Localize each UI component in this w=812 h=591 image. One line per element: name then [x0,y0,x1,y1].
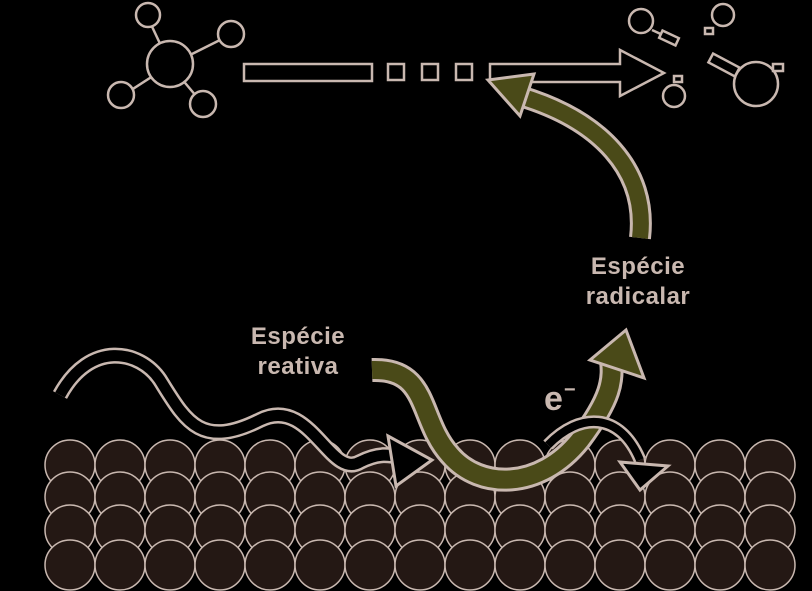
surface-atom [144,539,196,591]
reactive-label-line2: reativa [257,353,339,380]
surface-atom [344,539,396,591]
reactive-label-line1: Espécie [250,323,346,350]
surface-atom [744,539,796,591]
radical-species-label: Espécie radicalar [558,252,718,312]
process-arrow [242,47,667,99]
surface-atom [644,539,696,591]
surface-atom [194,539,246,591]
surface-atom [494,539,546,591]
surface-atom [244,539,296,591]
surface-atom [394,539,446,591]
incoming-wave-arrow [52,347,435,489]
catalyst-surface [44,439,796,591]
fragment-icon [627,2,785,109]
reactive-species-label: Espécie reativa [218,322,378,382]
surface-atom [444,539,496,591]
radical-to-process-arrow [484,72,652,240]
surface-atom [294,539,346,591]
surface-atom [694,539,746,591]
electron-label: e− [544,378,604,421]
radical-label-line2: radicalar [585,283,691,310]
radical-label-line1: Espécie [590,253,686,280]
surface-atom [544,539,596,591]
electron-arrow [543,415,672,493]
surface-atom [94,539,146,591]
surface-atom [44,539,96,591]
reaction-arrow [371,327,647,492]
electron-charge: − [563,379,576,401]
electron-symbol: e [544,380,563,418]
surface-atom [594,539,646,591]
molecule-icon [106,1,246,119]
